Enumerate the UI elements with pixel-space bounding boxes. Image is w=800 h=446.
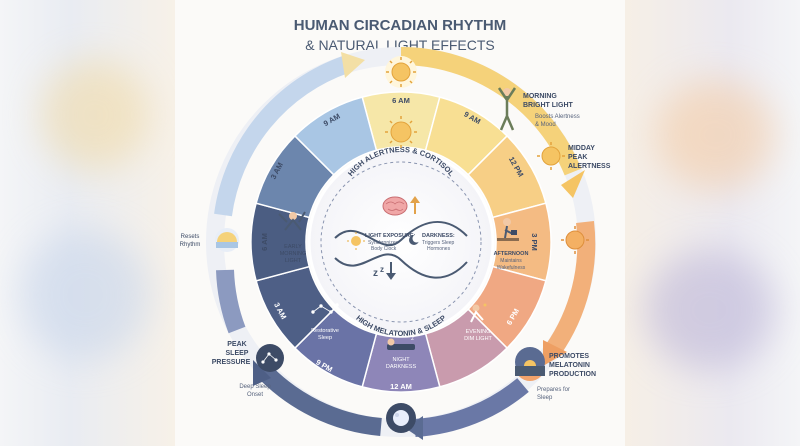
- relaxing-person-icon: [470, 303, 487, 323]
- midday-callout-title-1: MIDDAY: [568, 145, 595, 152]
- darkness-desc-2: Hormones: [427, 246, 451, 252]
- evening-arrow-arc: [414, 378, 529, 437]
- stars-medallion: [256, 344, 284, 372]
- title-line-1: HUMAN CIRCADIAN RHYTHM: [294, 17, 506, 34]
- morning-callout-title-2: BRIGHT LIGHT: [523, 102, 573, 109]
- clock-segments: [250, 91, 552, 393]
- evening-arrowhead: [405, 416, 423, 440]
- melatonin-callout-desc-1: Prepares for: [537, 387, 570, 393]
- svg-text:z: z: [411, 336, 414, 342]
- melatonin-callout-title-3: PRODUCTION: [549, 371, 596, 378]
- stretching-person-icon: [278, 211, 306, 231]
- midday-callout-title-3: ALERTNESS: [568, 163, 611, 170]
- sunset-medallion: [515, 347, 545, 381]
- alertness-wave: [334, 221, 468, 247]
- sun-icon-inner: [385, 116, 417, 148]
- midday-callout-title-2: PEAK: [568, 154, 587, 161]
- afternoon-label-1: AFTERNOON: [494, 251, 529, 257]
- dawn-arrow-arc: [214, 55, 350, 217]
- light-exposure-desc-1: Synchronizes: [368, 240, 399, 246]
- evening-label-2: DIM LIGHT: [464, 336, 492, 342]
- light-exposure-title: LIGHT EXPOSURE:: [365, 233, 416, 239]
- resets-rhythm-line-2: Rhythm: [180, 242, 201, 248]
- restorative-label-1: Restorative: [311, 328, 339, 334]
- resets-rhythm-line-1: Resets: [181, 234, 200, 240]
- melatonin-callout-desc-2: Sleep: [537, 395, 553, 401]
- time-label-6am-top: 6 AM: [392, 96, 410, 105]
- day-arrowhead: [561, 170, 585, 198]
- sleep-pressure-desc-2: Onset: [247, 392, 263, 398]
- afternoon-arrowhead: [543, 340, 567, 366]
- time-label-6am-left: 6 AM: [260, 233, 269, 251]
- morning-callout-desc-1: Boosts Alertness: [535, 114, 580, 120]
- time-label-3pm: 3 PM: [530, 233, 539, 251]
- sleep-zzz-icon-2: z: [380, 265, 384, 274]
- night-label-1: NIGHT: [392, 357, 410, 363]
- darkness-title: DARKNESS:: [422, 233, 455, 239]
- small-sun-icon: [347, 232, 365, 250]
- blurred-left-backdrop: [0, 0, 175, 446]
- midday-sun-icon: [537, 142, 565, 170]
- inner-disc: [307, 148, 495, 336]
- night-arrowhead: [253, 360, 271, 386]
- desk-worker-icon: [497, 218, 519, 241]
- top-sun-medallion: [385, 56, 417, 88]
- sleep-pressure-title-2: SLEEP: [226, 350, 249, 357]
- early-morning-label-2: MORNING: [280, 251, 307, 257]
- waking-person-icon: [497, 87, 517, 131]
- moon-medallion: [386, 403, 416, 433]
- crescent-moon-icon: [409, 234, 421, 245]
- brain-icon: [382, 196, 408, 216]
- afternoon-label-2: Maintains: [500, 258, 522, 264]
- up-arrow-icon: [410, 196, 420, 214]
- morning-callout-desc-2: & Mood: [535, 122, 556, 128]
- dawn-arrowhead: [341, 52, 365, 78]
- melatonin-wave: [334, 253, 468, 279]
- sleep-pressure-title-3: PRESSURE: [212, 359, 251, 366]
- circadian-diagram: HUMAN CIRCADIAN RHYTHM & NATURAL LIGHT E…: [180, 17, 611, 440]
- afternoon-label-3: Wakefulness: [497, 265, 526, 271]
- night-arrow-arc: [254, 361, 382, 436]
- afternoon-arrow-arc: [545, 220, 596, 356]
- time-label-12am: 12 AM: [390, 382, 412, 391]
- down-arrow-icon: [386, 262, 396, 280]
- sleeping-person-icon: z: [387, 336, 415, 350]
- predawn-arrow-arc: [216, 269, 246, 334]
- sunrise-medallion: [215, 228, 239, 252]
- night-label-2: DARKNESS: [386, 364, 417, 370]
- melatonin-callout-title-1: PROMOTES: [549, 353, 589, 360]
- early-morning-label-3: LIGHT: [285, 258, 302, 264]
- darkness-desc-1: Triggers Sleep: [422, 240, 455, 246]
- blurred-right-backdrop: [625, 0, 800, 446]
- day-arrow-arc: [400, 47, 582, 176]
- title-line-2: & NATURAL LIGHT EFFECTS: [305, 37, 495, 53]
- evening-label-1: EVENING: [466, 329, 491, 335]
- infographic-poster: HUMAN CIRCADIAN RHYTHM & NATURAL LIGHT E…: [175, 0, 625, 446]
- clock-segment: [293, 96, 378, 176]
- sleep-pressure-title-1: PEAK: [227, 341, 246, 348]
- sleep-zzz-icon: z: [373, 268, 378, 279]
- morning-callout-title-1: MORNING: [523, 93, 557, 100]
- early-morning-label-1: EARLY: [284, 244, 302, 250]
- melatonin-callout-title-2: MELATONIN: [549, 362, 590, 369]
- constellation-icon: [311, 303, 339, 314]
- afternoon-sun-icon: [561, 226, 589, 254]
- restorative-label-2: Sleep: [318, 335, 332, 341]
- sleep-pressure-desc-1: Deep Sleep: [239, 384, 271, 390]
- light-exposure-desc-2: Body Clock: [371, 246, 397, 252]
- inner-dashed-ring: [320, 161, 482, 323]
